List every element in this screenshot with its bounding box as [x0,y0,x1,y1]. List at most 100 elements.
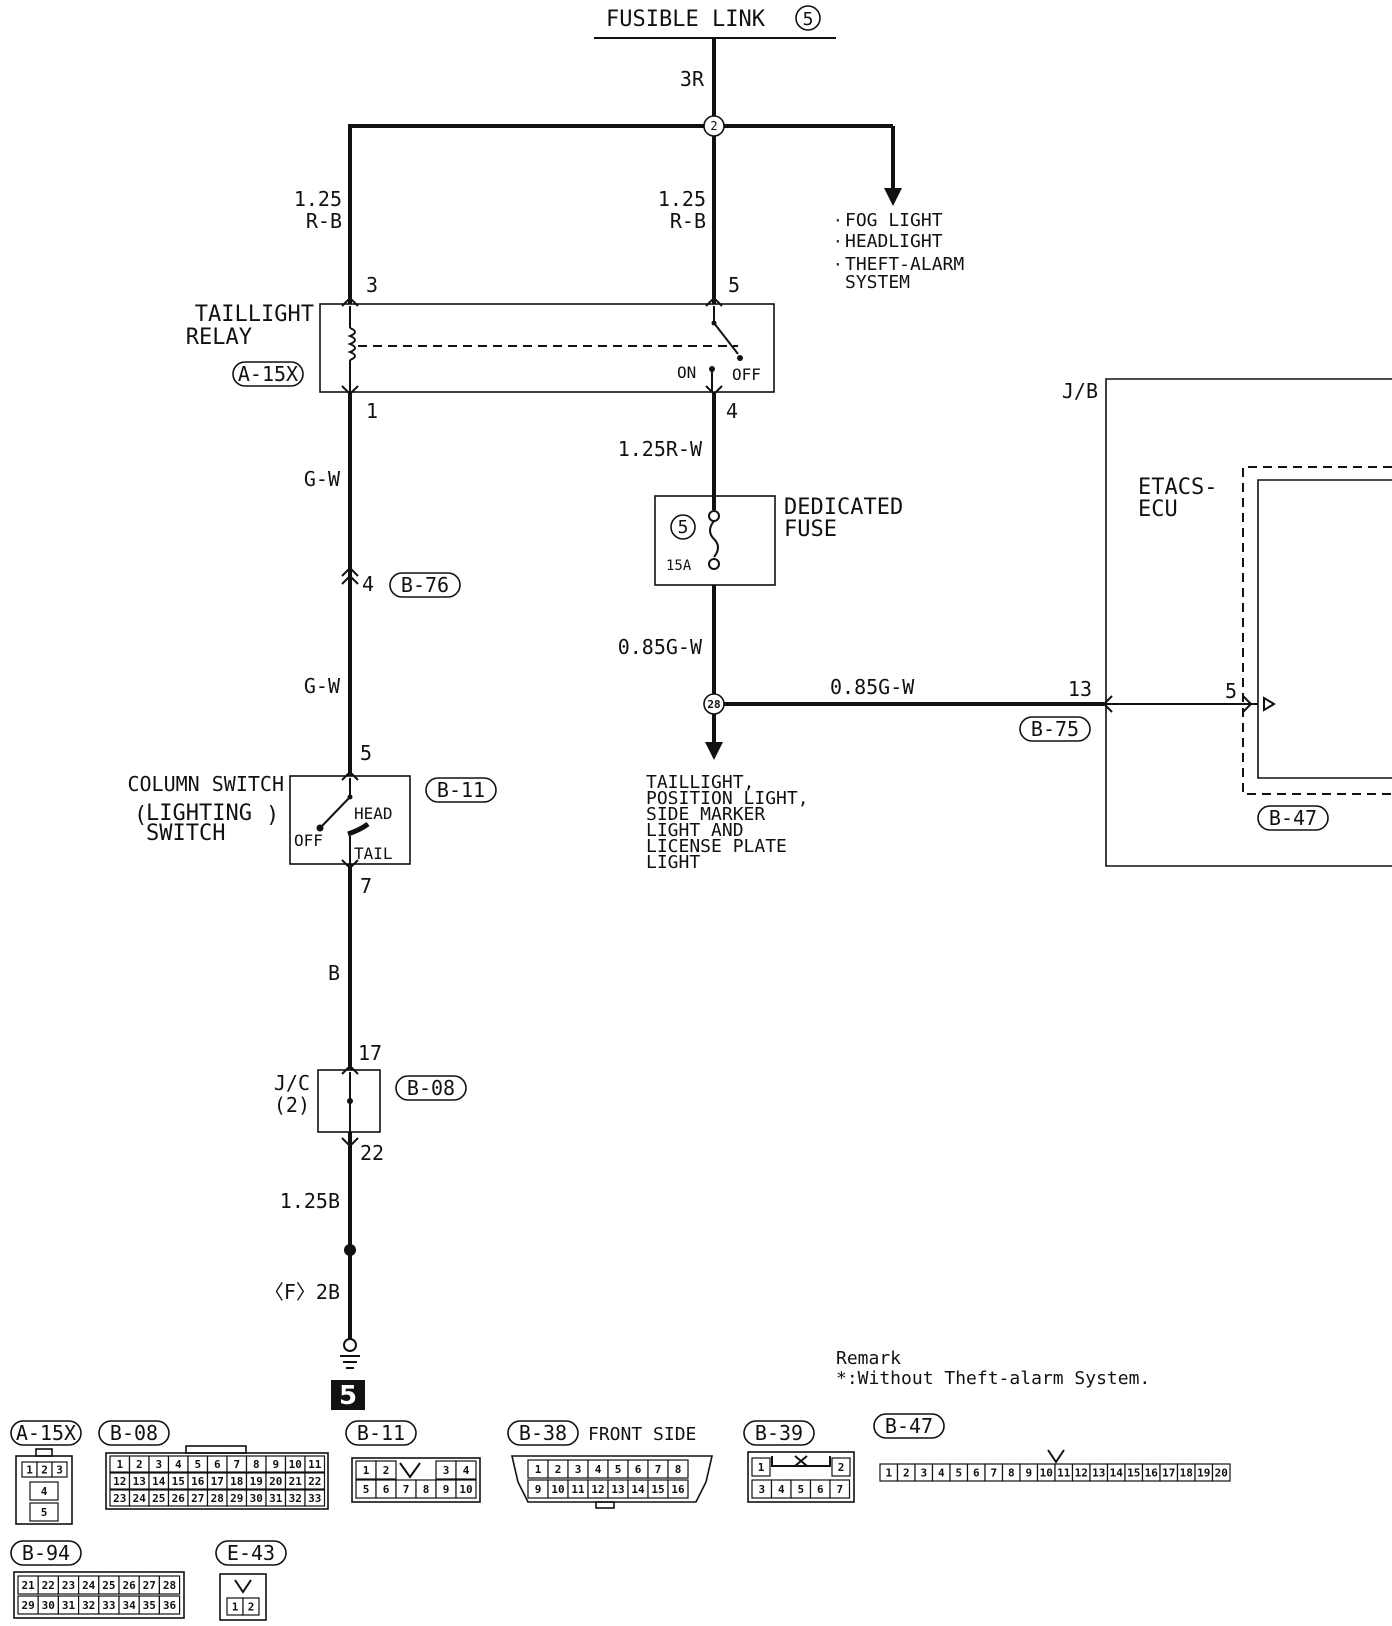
fusible-link-number-circle [795,5,821,31]
legend-b08-pin-label: 27 [191,1492,204,1505]
legend-b94-pin-label: 32 [82,1599,95,1612]
legend-b08-pin-label: 15 [172,1475,185,1488]
legend-b39-pin-cell [829,1479,851,1499]
legend-b94-label: B-94 [22,1541,70,1565]
legend-b08-pin-cell [304,1472,326,1490]
legend-b08-pin-label: 22 [308,1475,321,1488]
fuse-number: 5 [678,517,689,538]
junction-2-label: 2 [710,119,717,133]
legend-b08-pin-label: 16 [191,1475,205,1488]
legend-b08-pin-label: 30 [250,1492,263,1505]
legend-b11-body [351,1457,481,1503]
legend-b11-pin-label: 6 [383,1483,390,1496]
legend-b94-pin-label: 23 [62,1579,75,1592]
legend-b38-pin-cell [667,1479,689,1499]
switch-off-label: OFF [294,831,323,850]
legend-b47-pin-label: 4 [938,1467,945,1480]
ground-number-box [331,1380,365,1410]
legend-b08-pin-label: 26 [172,1492,186,1505]
fusible-link-label: FUSIBLE LINK [606,7,766,32]
switch-off-point [316,824,324,832]
switch-pin-out: 7 [360,874,372,898]
branch-item-headlight: HEADLIGHT [845,231,943,252]
taillight-relay-box [319,303,775,393]
legend-b94-body [13,1571,185,1619]
legend-b47-pin-label: 3 [920,1467,927,1480]
relay-off-label: OFF [732,365,761,384]
relay-contact-arm [713,322,739,355]
legend-b08-label: B-08 [110,1421,158,1445]
legend-b38-pin-label: 12 [591,1483,604,1496]
legend-b08-pin-label: 13 [133,1475,146,1488]
legend-a15x-pin-cell [51,1461,68,1478]
legend-b94-pin-label: 22 [42,1579,55,1592]
legend-e43-key-icon [234,1579,252,1594]
wire-label-left-gauge: 1.25 [294,187,342,211]
legend-b38-pin-label: 2 [555,1463,562,1476]
legend-a15x-pin-label: 3 [56,1464,63,1477]
wire-label-right-color: R-B [670,209,706,233]
jc-pin-in: 17 [358,1041,382,1065]
legend-b47-pin-label: 17 [1162,1467,1175,1480]
legend-b08-pin-label: 18 [230,1475,243,1488]
legend-b08-pin-label: 24 [133,1492,147,1505]
legend-b11-key-icon [399,1462,421,1479]
fuse-element-icon [709,520,719,558]
legend-b38-body [510,1455,714,1503]
load-line-3: SIDE MARKER [646,804,765,825]
legend-b38-label: B-38 [519,1421,567,1445]
jb-box [1105,378,1392,867]
legend-b94-pin-label: 24 [82,1579,96,1592]
legend-b11-pin-label: 9 [443,1483,450,1496]
load-line-6: LIGHT [646,852,700,873]
legend-a15x-pin-label: 1 [26,1464,33,1477]
legend-b08-pin-label: 32 [289,1492,302,1505]
b76-connector-tag [389,572,461,598]
switch-paren-close: ) [266,803,279,828]
ground-splice-dot [344,1244,356,1256]
switch-name-line3: SWITCH [146,821,225,846]
legend-b11-pin-cell [455,1460,477,1480]
legend-a15x-latch [35,1448,53,1457]
fusible-link-number: 5 [803,9,814,30]
relay-pin-3: 3 [366,273,378,297]
branch-bullet-2: · [833,232,843,251]
legend-b94-pin-label: 26 [122,1579,136,1592]
relay-coil-icon [347,327,356,361]
legend-a15x-pin-cell [29,1481,59,1501]
legend-b94-pin-label: 28 [163,1579,176,1592]
legend-e43-label: E-43 [227,1541,275,1565]
relay-pin5-mark-icon [705,296,723,307]
legend-b08-pin-label: 11 [308,1458,322,1471]
switch-paren-open: ( [134,803,147,828]
legend-b94-pin-label: 31 [62,1599,76,1612]
switch-pin-in: 5 [360,741,372,765]
legend-b94-pin-label: 35 [143,1599,156,1612]
switch-contact-arc-icon [347,821,370,837]
legend-b08-pin-label: 5 [194,1458,201,1471]
legend-b47-pin-label: 14 [1110,1467,1124,1480]
legend-b94-pin-label: 36 [163,1599,177,1612]
legend-b47-key-icon [1047,1449,1065,1464]
legend-b47-pin-label: 18 [1180,1467,1193,1480]
legend-b47-pin-label: 7 [990,1467,997,1480]
branch-arrow-icon [884,188,902,206]
switch-name-line1: COLUMN SWITCH [127,772,284,796]
legend-b39-pin-label: 5 [797,1483,804,1496]
fuse-name-line1: DEDICATED [784,495,903,520]
junction-28-label: 28 [707,698,720,711]
legend-b08-pin-cell [304,1455,326,1473]
branch-bullet-3: · [833,255,843,274]
branch-item-theft: THEFT-ALARM [845,254,964,275]
legend-b08-pin-label: 9 [272,1458,279,1471]
load-line-1: TAILLIGHT, [646,772,754,793]
b75-mark-icon [1102,695,1113,713]
legend-b94-pin-label: 33 [102,1599,115,1612]
legend-b47-pin-label: 11 [1057,1467,1071,1480]
legend-b38-pin-label: 9 [535,1483,542,1496]
remark-title: Remark [836,1348,901,1369]
load-line-4: LIGHT AND [646,820,744,841]
legend-b47-pin-label: 1 [885,1467,892,1480]
wire-label-left-color: R-B [306,209,342,233]
